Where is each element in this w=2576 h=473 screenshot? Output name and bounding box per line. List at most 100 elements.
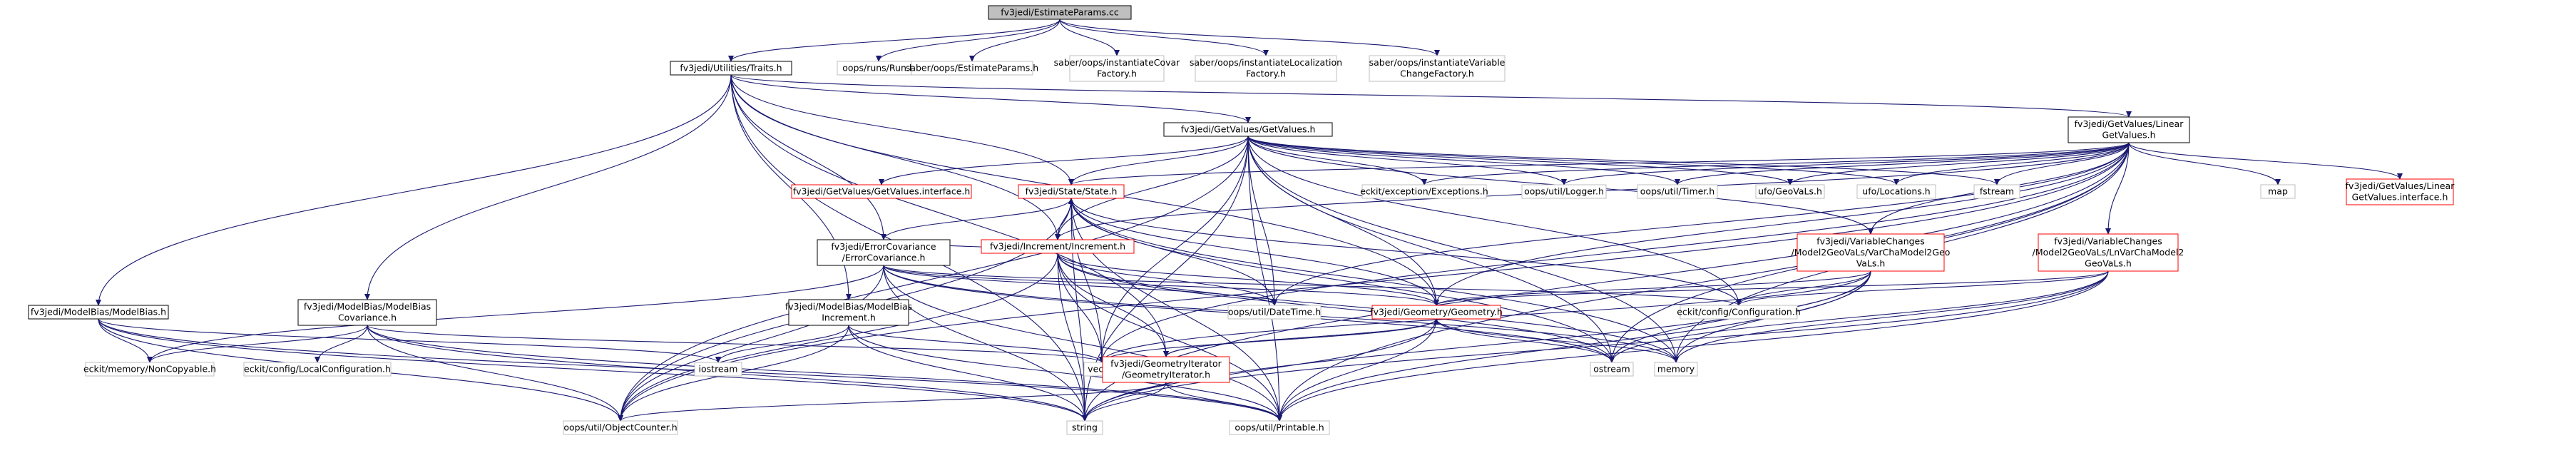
edge-getvalues-to-timer [1247,136,1680,185]
edge-state-to-configuration [1070,198,1742,306]
node-getvalues[interactable]: fv3jedi/GetValues/GetValues.h [1163,122,1333,137]
node-label-varcha-1: /Model2GeoVaLs/VarChaModel2Geo [1792,247,1951,258]
edge-geoiter-to-objectcounter [618,382,1167,422]
edge-increment-to-memory [1057,253,1679,363]
edge-lingetvalues-to-lnvarcha [2105,142,2130,235]
node-label-mbinc-0: fv3jedi/ModelBias/ModelBias [785,301,912,312]
node-label-ostream-0: ostream [1593,363,1630,374]
edge-lingetvalues-to-locations [1893,142,2130,185]
node-geovals[interactable]: ufo/GeoVaLs.h [1755,184,1825,199]
node-label-lnvarcha-0: fv3jedi/VariableChanges [2054,235,2162,246]
edge-lingetvalues-to-fstream [1994,142,2130,185]
edge-getvalues-to-ostream [1247,136,1615,363]
edge-root-to-instvar [1059,19,1440,56]
edge-mbcov-to-printable [367,325,1282,422]
node-estparams[interactable]: saber/oops/EstimateParams.h [906,61,1038,76]
node-memory[interactable]: memory [1654,362,1698,377]
node-fstream[interactable]: fstream [1973,184,2020,199]
node-label-gvinterface-0: fv3jedi/GetValues/GetValues.interface.h [793,185,971,196]
node-modelbias[interactable]: fv3jedi/ModelBias/ModelBias.h [28,305,169,320]
node-box-configuration [1680,305,1798,320]
node-label-estparams-0: saber/oops/EstimateParams.h [906,62,1038,73]
node-box-printable [1229,420,1330,435]
node-timer[interactable]: oops/util/Timer.h [1637,184,1718,199]
node-label-varcha-2: VaLs.h [1856,258,1886,268]
node-instvar[interactable]: saber/oops/instantiateVariableChangeFact… [1369,55,1506,82]
node-logger[interactable]: oops/util/Logger.h [1521,184,1607,199]
node-label-lnvarcha-2: GeoVaLs.h [2085,258,2132,268]
edge-errcov-to-printable [883,265,1282,422]
node-iostream[interactable]: iostream [694,362,742,377]
node-label-mbcov-1: Covariance.h [338,312,397,323]
node-printable[interactable]: oops/util/Printable.h [1229,420,1330,435]
node-objectcounter[interactable]: oops/util/ObjectCounter.h [563,420,678,435]
node-label-root-0: fv3jedi/EstimateParams.cc [1001,6,1119,17]
node-gvinterface[interactable]: fv3jedi/GetValues/GetValues.interface.h [791,184,972,199]
edge-geometry-to-printable [1277,318,1437,422]
node-box-increment [981,239,1135,254]
node-instloc[interactable]: saber/oops/instantiateLocalizationFactor… [1190,55,1342,82]
node-label-mbinc-1: Increment.h [822,312,876,323]
node-label-configuration-0: eckit/config/Configuration.h [1677,306,1801,317]
edge-mbcov-to-objectcounter [367,325,623,422]
node-lnvarcha[interactable]: fv3jedi/VariableChanges/Model2GeoVaLs/Ln… [2033,233,2184,272]
node-exceptions[interactable]: eckit/exception/Exceptions.h [1360,184,1488,199]
node-varcha[interactable]: fv3jedi/VariableChanges/Model2GeoVaLs/Va… [1792,233,1951,272]
node-label-lingetvalues-0: fv3jedi/GetValues/Linear [2075,118,2184,129]
node-geometry[interactable]: fv3jedi/Geometry/Geometry.h [1370,305,1503,320]
node-datetime[interactable]: oops/util/DateTime.h [1227,305,1322,320]
node-box-modelbias [28,305,169,320]
edge-lingetvalues-to-lingvinterface [2128,142,2403,180]
node-ostream[interactable]: ostream [1590,362,1634,377]
node-label-mbcov-0: fv3jedi/ModelBias/ModelBias [304,301,431,312]
node-label-objectcounter-0: oops/util/ObjectCounter.h [563,422,677,432]
edge-getvalues-to-gvinterface [879,136,1249,185]
edge-increment-to-objectcounter [618,253,1058,422]
node-localconfig[interactable]: eckit/config/LocalConfiguration.h [243,362,392,377]
node-string[interactable]: string [1066,420,1103,435]
node-lingvinterface[interactable]: fv3jedi/GetValues/LinearGetValues.interf… [2346,178,2455,205]
edge-errcov-to-configuration [883,265,1742,306]
edge-geometry-to-memory [1436,318,1679,363]
edge-errcov-to-datetime [883,265,1277,306]
node-geoiter[interactable]: fv3jedi/GeometryIterator/GeometryIterato… [1102,356,1230,383]
edge-lnvarcha-to-printable [1277,270,2109,422]
node-box-lnvarcha [2038,233,2179,272]
edge-getvalues-to-increment [1055,136,1249,240]
node-box-traits [670,61,792,76]
node-locations[interactable]: ufo/Locations.h [1856,184,1936,199]
node-run[interactable]: oops/runs/Run.h [837,61,921,76]
edge-mbinc-to-printable [848,325,1282,422]
edge-getvalues-to-datetime [1247,136,1277,306]
node-label-errcov-0: fv3jedi/ErrorCovariance [831,241,936,252]
node-label-map-0: map [2268,185,2288,196]
node-label-geoiter-0: fv3jedi/GeometryIterator [1110,358,1222,369]
node-errcov[interactable]: fv3jedi/ErrorCovariance/ErrorCovariance.… [817,239,951,266]
node-box-objectcounter [563,420,678,435]
node-layer: fv3jedi/EstimateParams.cc fv3jedi/Utiliti… [28,5,2455,435]
node-label-lingvinterface-1: GetValues.interface.h [2352,192,2448,203]
edge-lingetvalues-to-exceptions [1421,142,2130,185]
node-increment[interactable]: fv3jedi/Increment/Increment.h [981,239,1135,254]
node-label-logger-0: oops/util/Logger.h [1524,185,1604,196]
node-map[interactable]: map [2260,184,2296,199]
edge-getvalues-to-fstream [1247,136,2000,185]
node-label-lingvinterface-0: fv3jedi/GetValues/Linear [2346,180,2455,191]
node-label-getvalues-0: fv3jedi/GetValues/GetValues.h [1181,123,1316,134]
node-state[interactable]: fv3jedi/State/State.h [1018,184,1125,199]
node-traits[interactable]: fv3jedi/Utilities/Traits.h [670,61,792,76]
node-label-timer-0: oops/util/Timer.h [1640,185,1714,196]
edge-geometry-to-vector [1099,318,1437,363]
node-label-localconfig-0: eckit/config/LocalConfiguration.h [244,363,391,374]
edge-getvalues-to-exceptions [1247,136,1427,185]
edge-lingetvalues-to-logger [1561,142,2130,185]
node-noncopyable[interactable]: eckit/memory/NonCopyable.h [83,362,216,377]
edge-traits-to-getvalues [730,74,1251,123]
edge-state-to-memory [1070,198,1679,363]
node-label-exceptions-0: eckit/exception/Exceptions.h [1360,185,1488,196]
node-configuration[interactable]: eckit/config/Configuration.h [1677,305,1801,320]
